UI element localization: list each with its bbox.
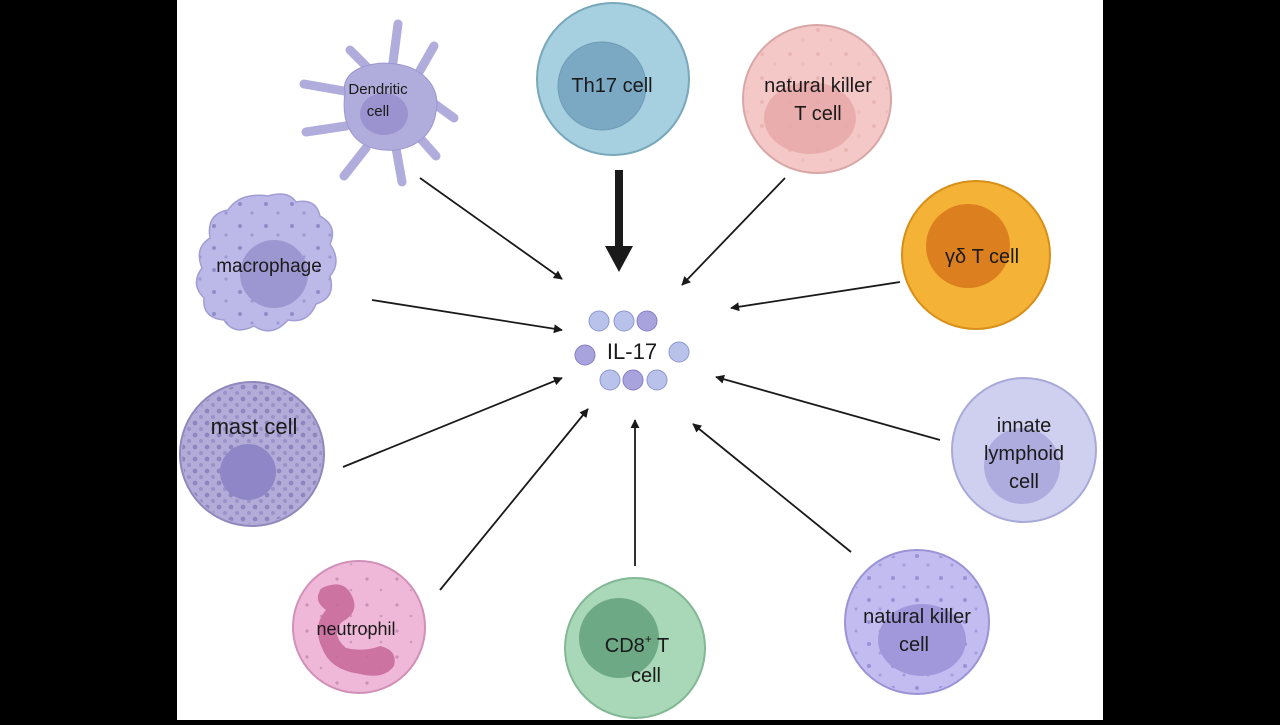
dendritic-label-2: cell xyxy=(367,103,390,120)
mast-cell: mast cell xyxy=(179,381,325,527)
arrow-th17-head xyxy=(605,246,633,272)
macrophage-label: macrophage xyxy=(216,256,322,277)
il17-cluster: IL-17 xyxy=(574,310,690,391)
mast-label: mast cell xyxy=(211,414,298,439)
arrow-macrophage-to-il17 xyxy=(371,299,563,334)
arrow-nk-to-il17 xyxy=(692,423,852,553)
arrow-gd-to-il17 xyxy=(730,281,901,312)
macrophage-cell: macrophage xyxy=(195,193,337,332)
arrow-dendritic-to-il17 xyxy=(419,177,563,280)
cd8-label-1: CD8+ T xyxy=(605,632,669,657)
th17-cell: Th17 cell xyxy=(536,2,690,156)
nkt-label-2: T cell xyxy=(794,103,841,125)
ilc-label-3: cell xyxy=(1009,471,1039,493)
arrow-neutrophil-to-il17 xyxy=(439,408,589,591)
neutrophil-cell: neutrophil xyxy=(292,560,426,694)
nk-label-2: cell xyxy=(899,634,929,656)
cd8-label-2: cell xyxy=(631,665,661,687)
gd-label: γδ T cell xyxy=(945,246,1019,268)
il17-label: IL-17 xyxy=(607,339,657,364)
cd8-main: CD8 xyxy=(605,635,645,657)
cd8-sup: + xyxy=(645,632,652,646)
nk-label-1: natural killer xyxy=(863,606,971,628)
cd8-tail: T xyxy=(652,635,669,657)
th17-label: Th17 cell xyxy=(571,75,652,97)
dendritic-cell: Dendritic cell xyxy=(299,19,459,187)
ilc-cell: innate lymphoid cell xyxy=(951,377,1097,523)
dendritic-label-1: Dendritic xyxy=(348,81,408,98)
nkt-cell: natural killer T cell xyxy=(742,24,892,174)
arrow-mast-to-il17 xyxy=(342,376,563,468)
cd8-t-cell: CD8+ T cell xyxy=(564,577,706,719)
arrow-nkt-to-il17 xyxy=(681,177,786,286)
ilc-label-2: lymphoid xyxy=(984,443,1064,465)
nk-cell: natural killer cell xyxy=(844,549,990,695)
neutrophil-label: neutrophil xyxy=(316,619,395,639)
arrow-ilc-to-il17 xyxy=(715,374,941,441)
nkt-label-1: natural killer xyxy=(764,75,872,97)
arrows xyxy=(342,170,941,591)
gd-t-cell: γδ T cell xyxy=(901,180,1051,330)
ilc-label-1: innate xyxy=(997,415,1052,437)
